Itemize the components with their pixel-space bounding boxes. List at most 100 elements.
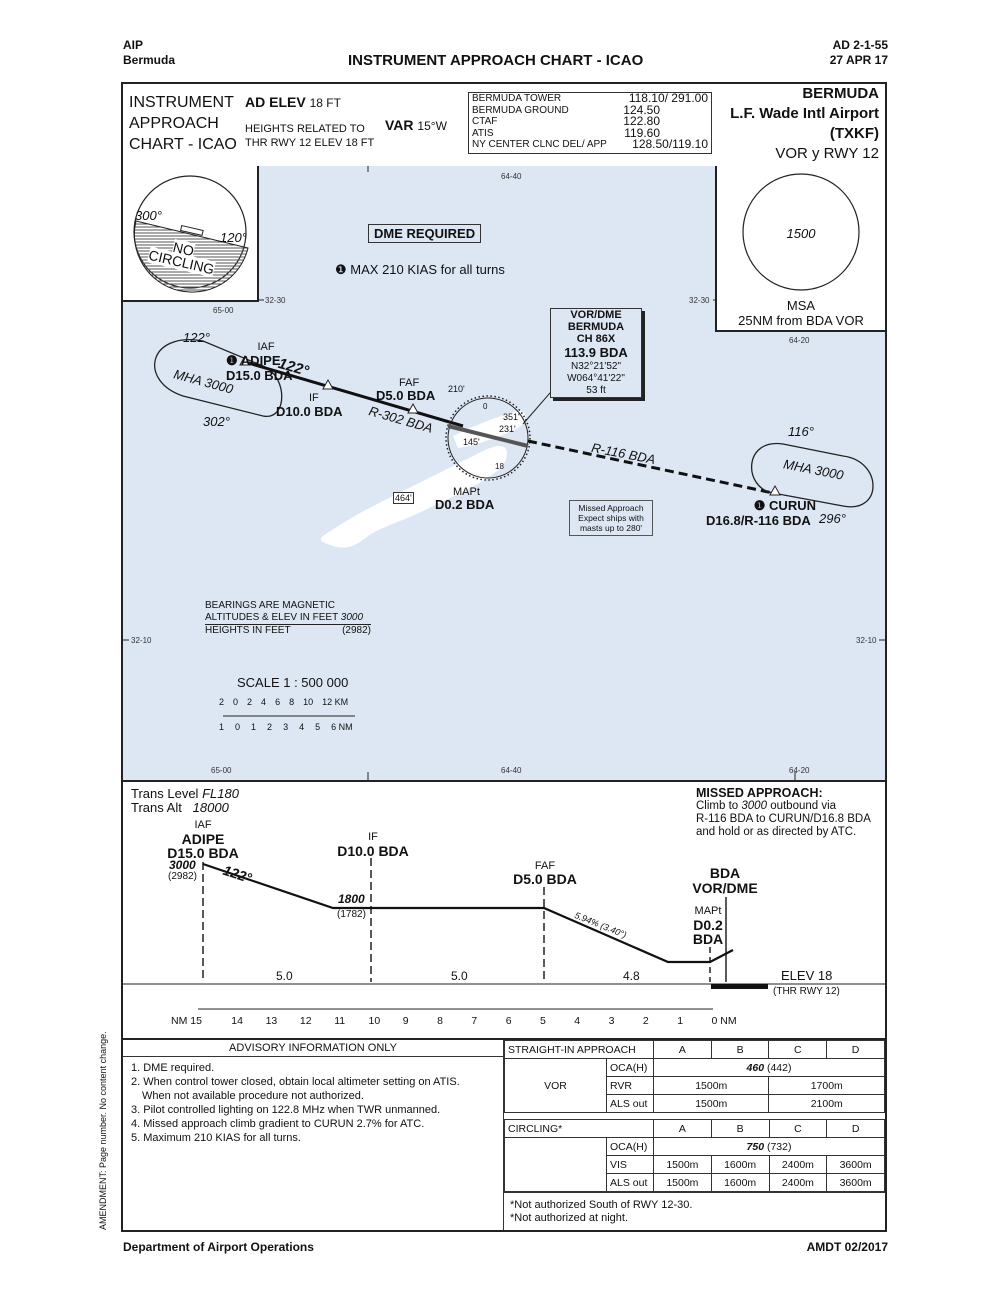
scale-tick: 3 (283, 722, 289, 732)
segment-distance: 4.8 (623, 969, 640, 983)
iaf-role: IAF (257, 341, 275, 353)
hold-east-outbound: 116° (788, 424, 814, 439)
nm-scale-tick: 5 (540, 1015, 546, 1027)
page-ref: AD 2-1-55 (832, 38, 888, 52)
fix-curun-icon (769, 484, 781, 496)
msa-label: MSA 25NM from BDA VOR (717, 298, 885, 328)
grid-label: 32-30 (689, 296, 710, 305)
if-dist: D10.0 BDA (276, 404, 343, 419)
bermuda-island-east (453, 410, 526, 448)
profile-iaf-name: ADIPE (181, 831, 225, 847)
var-label: VAR (385, 117, 414, 133)
obstacle-label: 464' (393, 492, 414, 504)
vor-channel: CH 86X (576, 333, 616, 345)
als-cd: 2100m (768, 1094, 885, 1113)
nm-scale-tick: 2 (642, 1015, 649, 1027)
note-marker-icon: ❶ (753, 498, 766, 513)
scale-tick: 0 (233, 697, 239, 707)
obstacle-label: 351' (503, 412, 520, 422)
fix-if-icon (322, 378, 334, 390)
missed-approach-track (527, 439, 774, 495)
iaf-dist: D15.0 BDA (226, 368, 293, 383)
vor-lon: W064°41'22" (567, 373, 625, 384)
missed-note-line: masts up to 280' (579, 523, 643, 533)
freq-name: NY CENTER CLNC DEL/ APP (472, 139, 607, 150)
airport-region: BERMUDA (802, 85, 879, 102)
advisory-note: 3. Pilot controlled lighting on 122.8 MH… (131, 1104, 441, 1116)
circling-footnotes: *Not authorized South of RWY 12-30. *Not… (504, 1192, 885, 1231)
oca-height: (442) (766, 1061, 792, 1074)
advisory-note: 5. Maximum 210 KIAS for all turns. (131, 1132, 301, 1144)
profile-iaf-role: IAF (194, 819, 212, 831)
curun-name: CURUN (769, 498, 816, 513)
heights-note: HEIGHTS RELATED TO THR RWY 12 ELEV 18 FT (245, 122, 374, 150)
plan-view-graphics (123, 166, 885, 780)
circling-bearing-120: 120° (220, 230, 247, 245)
chart-type-line: CHART - ICAO (129, 136, 237, 153)
fix-faf-icon (407, 402, 419, 414)
freq-value: 128.50/119.10 (632, 137, 708, 151)
hold-west-outbound: 302° (203, 414, 230, 429)
footer-dept: Department of Airport Operations (123, 1240, 314, 1254)
iaf-fix: IAF (226, 342, 306, 353)
plan-view: 300° 120° NO CIRCLING 1500 MSA 25NM from… (123, 166, 885, 782)
vor-type: VOR/DME (570, 309, 622, 321)
cat-header: D (826, 1040, 885, 1059)
obstacle-label: 231' (499, 424, 516, 434)
vis-value: 3600m (826, 1155, 885, 1174)
profile-view: Trans Level FL180 Trans Alt 18000 IAF AD… (123, 782, 885, 1040)
trans-alt: 18000 (192, 800, 229, 815)
ad-elev-value: 18 FT (309, 96, 341, 110)
trans-level-label: Trans Level (131, 786, 199, 801)
vor-name: BERMUDA (567, 321, 625, 333)
aip-label: AIP (123, 38, 144, 52)
legend-height-example: (2982) (342, 625, 371, 636)
profile-iaf-dist: D15.0 BDA (167, 845, 239, 861)
als-label: ALS out (606, 1094, 654, 1113)
circling-bearing-300: 300° (135, 208, 162, 223)
grid-label: 64-40 (501, 766, 522, 775)
page-header-right: AD 2-1-55 27 APR 17 (830, 38, 888, 68)
profile-iaf: IAF ADIPE D15.0 BDA (153, 818, 253, 860)
profile-mapt-role: MAPt (694, 905, 722, 917)
transition-info: Trans Level FL180 Trans Alt 18000 (131, 787, 239, 815)
if-role: IF (309, 392, 319, 404)
oca-value: 750 (732) (653, 1137, 885, 1156)
grid-label: 65-00 (211, 766, 232, 775)
legend-line: ALTITUDES & ELEV IN FEET (205, 612, 338, 623)
nm-scale-tick: 4 (574, 1015, 581, 1027)
circling-blank (504, 1137, 607, 1192)
scale-tick: 4 (299, 722, 305, 732)
nm-scale-tick: 14 (231, 1015, 243, 1027)
cat-header: D (826, 1119, 885, 1138)
nm-scale-tick: 13 (265, 1015, 278, 1027)
grid-label: 32-10 (131, 636, 152, 645)
profile-mapt-dist: D0.2 (693, 917, 723, 933)
freq-value: 118.10/ 291.00 (628, 91, 708, 105)
compass-rose-ring (447, 397, 529, 479)
vor-freq: 113.9 BDA (564, 345, 628, 360)
als-ab: 1500m (652, 1094, 770, 1113)
page-title: INSTRUMENT APPROACH CHART - ICAO (348, 52, 644, 69)
scale-tick: 2 (219, 697, 225, 707)
mapt-role: MAPt (453, 486, 480, 498)
chart-type-line: INSTRUMENT (129, 94, 234, 111)
vis-value: 1500m (653, 1155, 712, 1174)
compass-rose (445, 395, 531, 481)
procedure-name: VOR y RWY 12 (775, 145, 879, 162)
profile-iaf-height: (2982) (168, 871, 197, 882)
variation: VAR 15°W (385, 117, 447, 133)
freq-value: 122.80 (623, 114, 660, 128)
vis-value: 1600m (710, 1155, 770, 1174)
max-speed-note: ❶ MAX 210 KIAS for all turns (335, 262, 505, 278)
als-value: 2400m (768, 1173, 828, 1192)
nm-scale-tick: 9 (402, 1015, 409, 1027)
freq-value: 119.60 (624, 125, 660, 140)
freq-value: 124.50 (623, 102, 660, 117)
profile-mapt: MAPt D0.2 BDA (688, 904, 728, 946)
profile-if-role: IF (368, 831, 378, 843)
